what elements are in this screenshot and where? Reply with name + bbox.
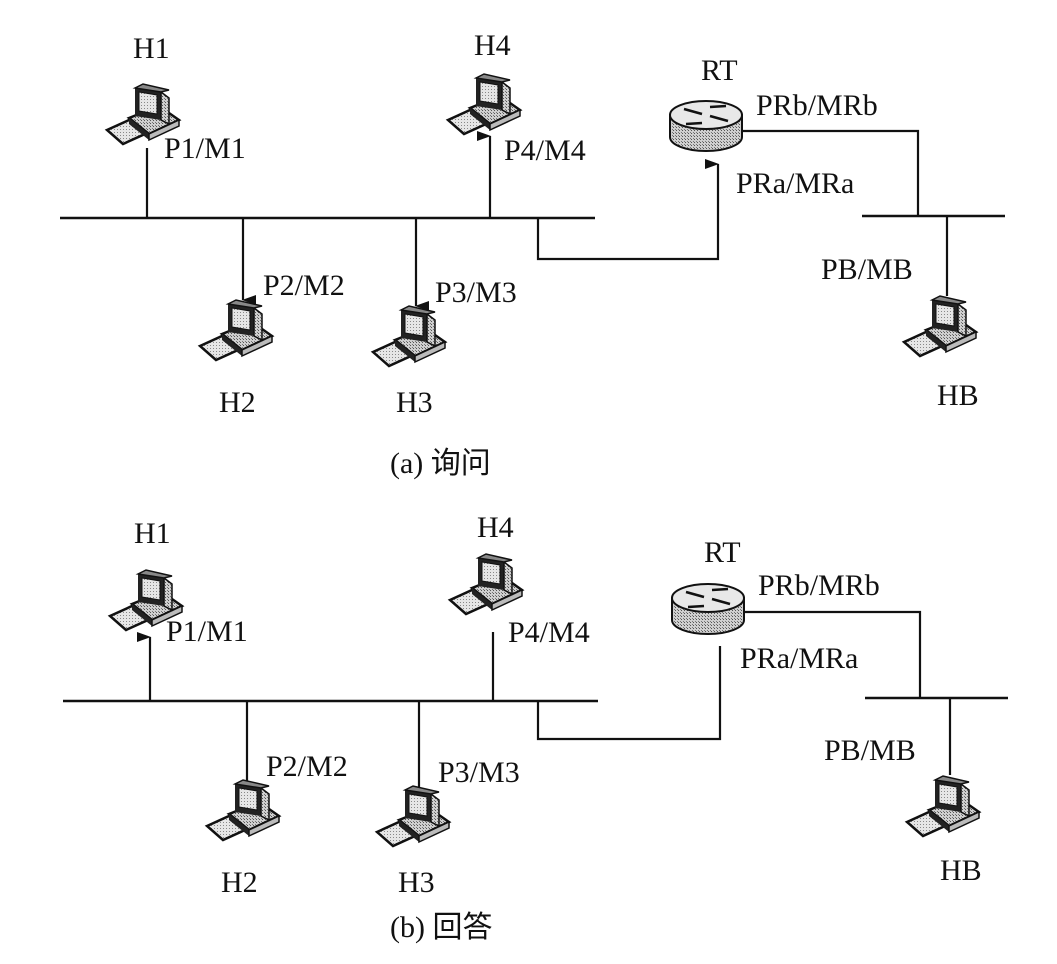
diagram-query: H1 P1/M1 P2/M2 H2 P3/M3 H3 H4 P4/M4 RT P… (60, 29, 1005, 480)
router-label: RT (701, 54, 738, 87)
caption-query: (a) 询问 (390, 447, 491, 480)
link-router-b (745, 610, 922, 698)
port-label-h2: P2/M2 (266, 750, 348, 783)
computer-icon-h3 (371, 304, 447, 368)
router-label: RT (704, 536, 741, 569)
port-label-h4: P4/M4 (508, 616, 590, 649)
router-icon-rt (668, 99, 744, 153)
host-label-h3: H3 (398, 866, 435, 899)
router-icon-rt (670, 582, 746, 636)
host-label-hb: HB (937, 379, 979, 412)
link-router-a (536, 159, 720, 261)
computer-icon-h3 (375, 784, 451, 848)
computer-icon-h4 (446, 72, 522, 136)
port-label-router-b: PRb/MRb (758, 569, 880, 602)
host-label-h3: H3 (396, 386, 433, 419)
caption-reply: (b) 回答 (390, 911, 492, 944)
port-label-h3: P3/M3 (435, 276, 517, 309)
diagram-reply: H1 P1/M1 P2/M2 H2 P3/M3 H3 H4 P4/M4 RT P… (63, 511, 1008, 944)
host-label-h1: H1 (134, 517, 171, 550)
port-label-hb: PB/MB (824, 734, 916, 767)
port-label-hb: PB/MB (821, 253, 913, 286)
port-label-router-a: PRa/MRa (740, 642, 858, 675)
link-router-b (742, 129, 920, 216)
port-label-h2: P2/M2 (263, 269, 345, 302)
computer-icon-hb (902, 294, 978, 358)
host-label-h2: H2 (219, 386, 256, 419)
computer-icon-hb (905, 774, 981, 838)
port-label-router-a: PRa/MRa (736, 167, 854, 200)
port-label-h1: P1/M1 (164, 132, 246, 165)
link-router-a (536, 646, 722, 741)
host-label-h2: H2 (221, 866, 258, 899)
port-label-router-b: PRb/MRb (756, 89, 878, 122)
port-label-h1: P1/M1 (166, 615, 248, 648)
host-label-h4: H4 (474, 29, 511, 62)
host-label-h4: H4 (477, 511, 514, 544)
host-label-hb: HB (940, 854, 982, 887)
computer-icon-h2 (205, 778, 281, 842)
computer-icon-h2 (198, 298, 274, 362)
port-label-h4: P4/M4 (504, 134, 586, 167)
computer-icon-h4 (448, 552, 524, 616)
host-label-h1: H1 (133, 32, 170, 65)
port-label-h3: P3/M3 (438, 756, 520, 789)
